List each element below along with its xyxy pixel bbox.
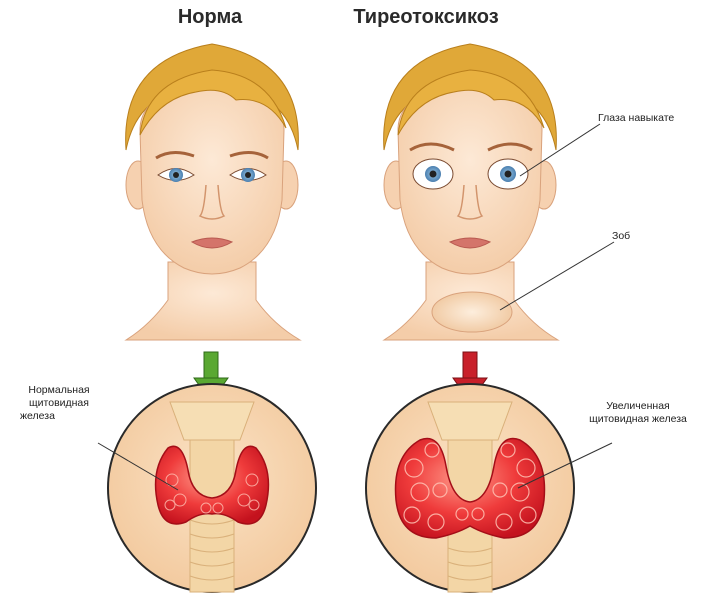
face-thyrotoxicosis	[384, 44, 558, 340]
label-goiter: Зоб	[612, 230, 630, 243]
bulging-eye-icon	[488, 159, 528, 189]
goiter-bulge	[432, 292, 512, 332]
label-bulging-eyes: Глаза навыкате	[598, 112, 674, 125]
label-enlarged-gland-line1: Увеличенная	[576, 400, 700, 413]
circle-normal-gland	[108, 384, 316, 592]
face-normal	[126, 44, 300, 340]
bulging-eye-icon	[413, 159, 453, 189]
label-normal-gland-line1: Нормальная	[14, 384, 104, 397]
label-normal-gland: Нормальная щитовидная железа	[14, 384, 104, 423]
circle-enlarged-gland	[366, 384, 574, 592]
label-enlarged-gland-line2: щитовидная железа	[576, 413, 700, 426]
label-enlarged-gland: Увеличенная щитовидная железа	[576, 400, 700, 426]
label-normal-gland-line2: щитовидная	[14, 397, 104, 410]
label-normal-gland-line3: железа	[14, 410, 104, 423]
